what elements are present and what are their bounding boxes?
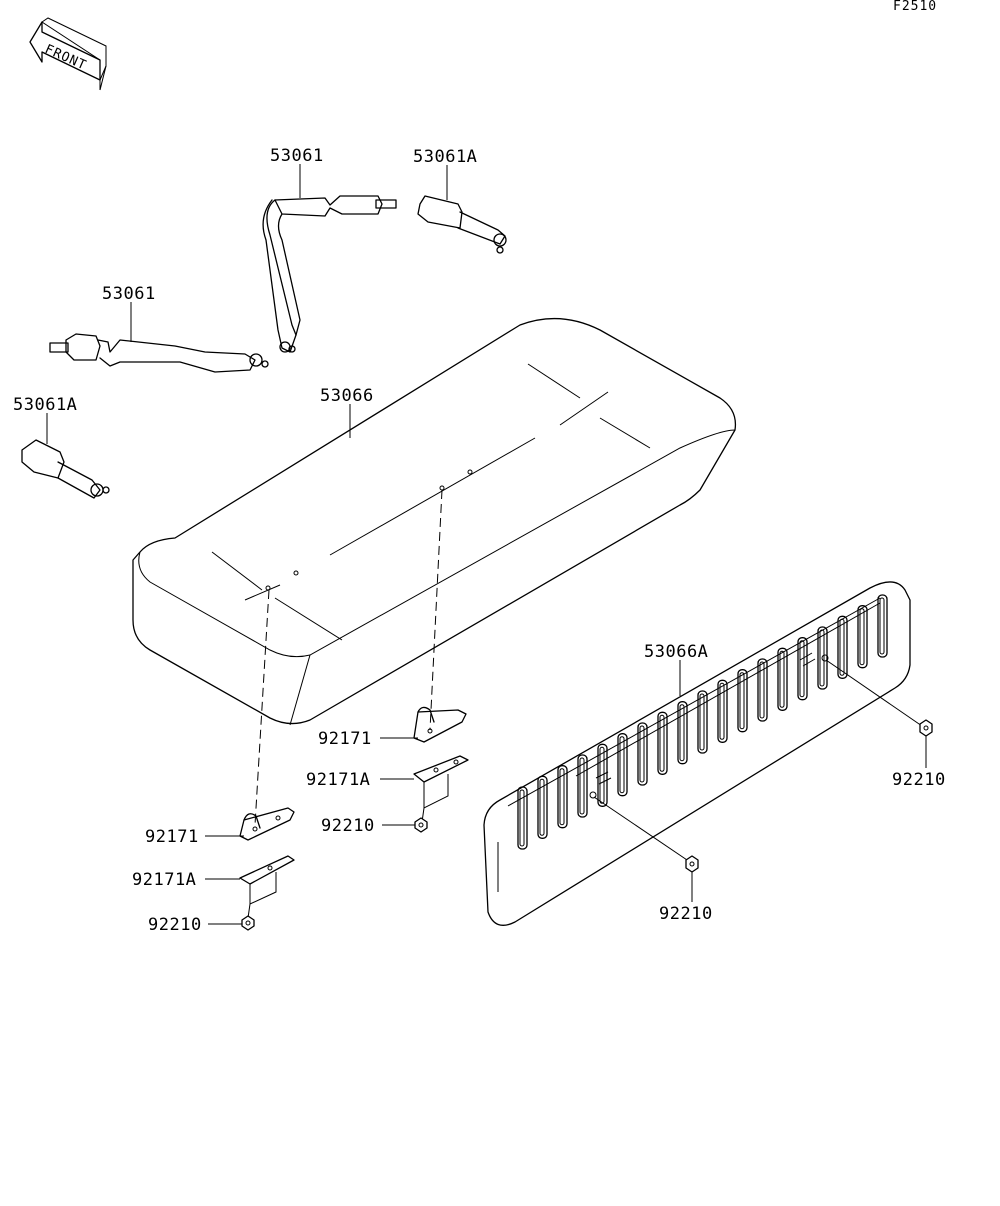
vent-slot-inner bbox=[739, 672, 745, 730]
nut-left-icon bbox=[241, 915, 255, 931]
seat-back-panel bbox=[483, 581, 911, 926]
bracket-left bbox=[239, 807, 295, 841]
vent-slot-inner bbox=[539, 778, 545, 836]
vent-slot bbox=[537, 775, 548, 839]
label-bracket-left: 92171 bbox=[145, 827, 199, 847]
vent-slot bbox=[577, 754, 588, 818]
lead-nut-right bbox=[825, 659, 923, 727]
vent-slot-inner bbox=[779, 650, 785, 708]
vent-slot-inner bbox=[799, 640, 805, 698]
vent-slot-inner bbox=[679, 704, 685, 762]
seat-cushion bbox=[132, 317, 737, 726]
label-nut-back-right: 92210 bbox=[892, 770, 946, 790]
vent-slot-inner bbox=[819, 629, 825, 687]
front-arrow-icon: FRONT bbox=[29, 17, 107, 91]
vent-slots bbox=[517, 594, 888, 850]
label-belt-left: 53061 bbox=[102, 284, 156, 304]
vent-slot bbox=[557, 765, 568, 829]
label-bracket-center-a: 92171A bbox=[306, 770, 370, 790]
vent-slot-inner bbox=[579, 757, 585, 815]
nut-center-icon bbox=[414, 817, 428, 833]
bracket-left-a bbox=[239, 855, 295, 919]
vent-slot bbox=[737, 669, 748, 733]
vent-slot-inner bbox=[759, 661, 765, 719]
label-seat-back: 53066A bbox=[644, 642, 708, 662]
vent-slot-inner bbox=[699, 693, 705, 751]
vent-slot bbox=[677, 701, 688, 765]
lead-nut-back bbox=[593, 796, 691, 863]
vent-slot-inner bbox=[559, 768, 565, 826]
mount-line-left bbox=[254, 589, 270, 826]
label-nut-back-center: 92210 bbox=[659, 904, 713, 924]
vent-slot bbox=[757, 658, 768, 722]
vent-slot-inner bbox=[639, 725, 645, 783]
vent-slot bbox=[617, 733, 628, 797]
vent-slot-inner bbox=[719, 682, 725, 740]
vent-slot bbox=[597, 743, 608, 807]
vent-slot bbox=[517, 786, 528, 850]
vent-slot bbox=[857, 605, 868, 669]
vent-slot bbox=[697, 690, 708, 754]
label-buckle-right: 53061A bbox=[413, 147, 477, 167]
vent-slot bbox=[837, 615, 848, 679]
vent-slot-inner bbox=[659, 714, 665, 772]
bracket-center-a bbox=[413, 755, 469, 823]
vent-slot-inner bbox=[839, 618, 845, 676]
label-belt-right: 53061 bbox=[270, 146, 324, 166]
label-bracket-left-a: 92171A bbox=[132, 870, 196, 890]
buckle-right bbox=[417, 195, 507, 254]
vent-slot bbox=[777, 647, 788, 711]
vent-slot bbox=[797, 637, 808, 701]
label-nut-left: 92210 bbox=[148, 915, 202, 935]
nut-back-center-icon bbox=[685, 855, 699, 873]
vent-slot bbox=[717, 679, 728, 743]
vent-slot-inner bbox=[859, 608, 865, 666]
diagram-code: F2510 bbox=[893, 0, 937, 14]
buckle-left bbox=[21, 439, 110, 499]
label-buckle-left: 53061A bbox=[13, 395, 77, 415]
vent-slot bbox=[637, 722, 648, 786]
label-nut-center: 92210 bbox=[321, 816, 375, 836]
label-seat: 53066 bbox=[320, 386, 374, 406]
vent-slot bbox=[877, 594, 888, 658]
seat-belt-right bbox=[262, 195, 397, 353]
seat-belt-left bbox=[49, 333, 269, 373]
vent-slot bbox=[817, 626, 828, 690]
vent-slot-inner bbox=[599, 746, 605, 804]
vent-slot-inner bbox=[879, 597, 885, 655]
bracket-center bbox=[413, 706, 467, 743]
vent-slot bbox=[657, 711, 668, 775]
label-bracket-center: 92171 bbox=[318, 729, 372, 749]
nut-back-right-icon bbox=[919, 719, 933, 737]
mount-line-center bbox=[429, 489, 443, 731]
vent-slot-inner bbox=[619, 736, 625, 794]
vent-slot-inner bbox=[519, 789, 525, 847]
